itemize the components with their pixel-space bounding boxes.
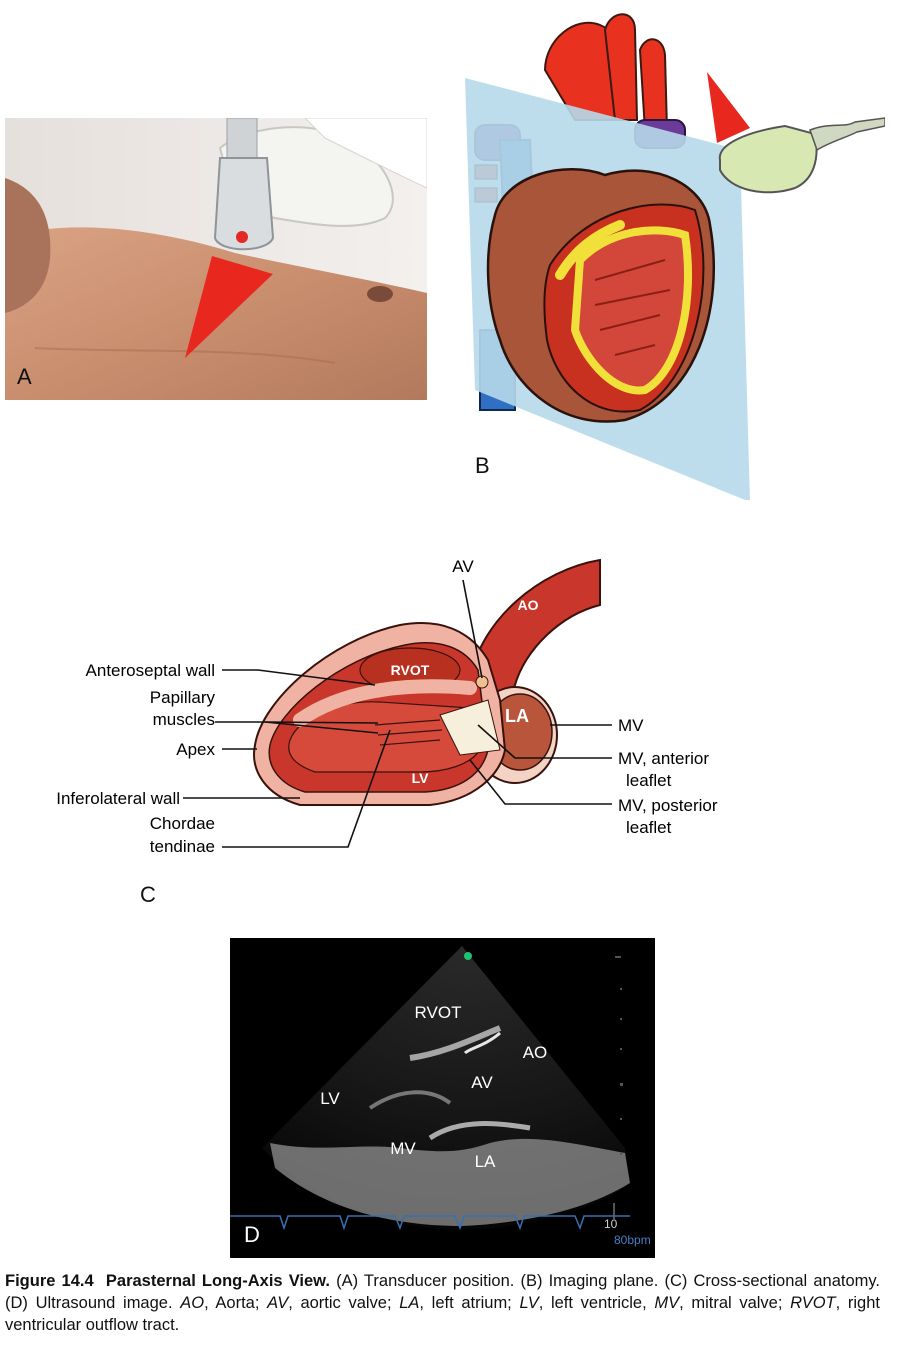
abbr-mv: MV [654,1294,680,1312]
echo-lv-label: LV [320,1089,340,1108]
anteroseptal-wall-callout: Anteroseptal wall [86,661,215,680]
def-av: , aortic valve; [288,1294,400,1312]
def-rvot: , right ventricular outflow tract. [5,1294,880,1334]
echo-ultrasound-image: RVOT AO AV LV MV LA 10 80bpm D [230,946,651,1247]
panel-d-label: D [244,1222,260,1247]
rvot-label: RVOT [391,662,430,678]
cross-sectional-anatomy: AO RVOT LA LV AV Anteroseptal wall Papil… [56,557,718,856]
abbr-av: AV [267,1294,289,1312]
panel-b-label: B [475,453,490,478]
probe-cable [226,117,258,159]
av-callout: AV [452,557,474,576]
mv-anterior-callout-line2: leaflet [626,771,672,790]
echo-ao-label: AO [523,1043,548,1062]
transducer-position-photo [5,117,428,400]
panel-a-label: A [17,364,32,389]
abbr-ao: AO [180,1294,205,1312]
figure-caption: Figure 14.4 Parasternal Long-Axis View. … [5,1270,880,1336]
panel-a-photo [5,117,428,400]
def-ao: , Aorta; [204,1294,268,1312]
abbr-lv: LV [519,1294,539,1312]
aorta [468,558,601,717]
transducer-probe-b [718,124,818,194]
panel-c-diagram: AO RVOT LA LV AV Anteroseptal wall Papil… [0,550,900,870]
panel-d-echo: RVOT AO AV LV MV LA 10 80bpm D [230,938,655,1258]
depth-scale [613,956,623,1219]
echo-la-label: LA [475,1152,496,1171]
depth-mark: 10 [604,1217,618,1231]
lv-label: LV [412,770,430,786]
chordae-callout-line1: Chordae [150,814,215,833]
caption-panels-text: (A) Transducer position. (B) Imaging pla… [5,1272,880,1312]
figure-title: Parasternal Long-Axis View. [105,1272,330,1290]
nipple [367,286,393,302]
leader-lines [183,579,612,848]
chordae-callout-line2: tendinae [150,837,215,856]
white-coat-sleeve [303,117,428,189]
transducer-probe [213,157,275,251]
panel-c-label: C [140,882,156,907]
def-la: , left atrium; [419,1294,520,1312]
def-mv: , mitral valve; [679,1294,791,1312]
echo-rvot-label: RVOT [415,1003,462,1022]
cut-myocardium [570,226,693,395]
abbr-la: LA [399,1294,420,1312]
papillary-callout-line1: Papillary [150,688,216,707]
figure-number: Figure 14.4 [5,1272,94,1290]
ecg-trace [230,1215,630,1231]
mv-anterior-callout-line1: MV, anterior [618,749,709,768]
abbr-rvot: RVOT [790,1294,836,1312]
heart-rate: 80bpm [614,1233,651,1247]
pointer-triangle-a [185,256,273,358]
probe-orientation-marker [236,231,248,243]
ao-label: AO [518,597,539,613]
chin-jaw [5,178,51,313]
mv-posterior-callout-line1: MV, posterior [618,796,718,815]
mv-posterior-callout-line2: leaflet [626,818,672,837]
apex-callout: Apex [176,740,215,759]
imaging-plane-illustration [465,13,886,502]
def-lv: , left ventricle, [538,1294,655,1312]
pointer-triangle-b [707,72,750,143]
echo-mv-label: MV [390,1139,416,1158]
probe-cable-b [809,117,886,152]
inferolateral-wall-callout: Inferolateral wall [56,789,180,808]
papillary-callout-line2: muscles [153,710,215,729]
mv-callout: MV [618,716,644,735]
la-label: LA [505,706,529,726]
mitral-valve [439,699,501,756]
panel-b-illustration [455,10,886,502]
echo-av-label: AV [471,1073,493,1092]
probe-orientation-dot [464,952,472,960]
